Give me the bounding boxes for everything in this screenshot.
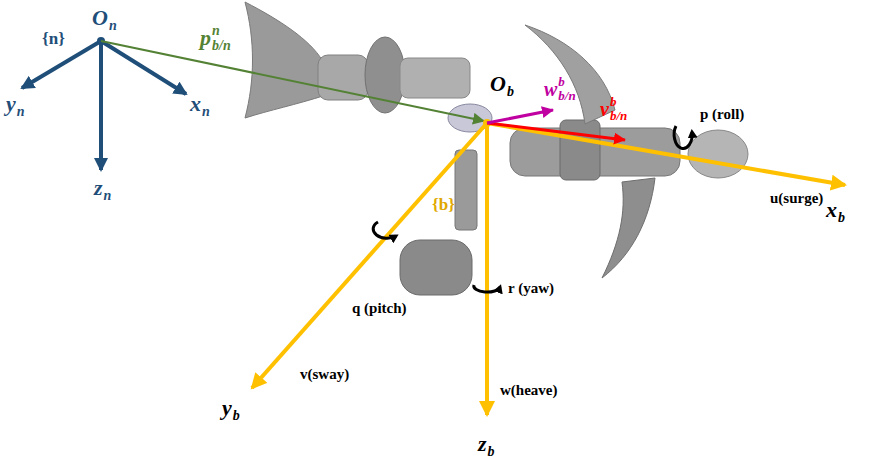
motion-label: u(surge) [770, 190, 823, 207]
axis-label: z [478, 432, 487, 456]
pitch-arrow [373, 222, 396, 238]
body-frame-axes [252, 119, 845, 415]
frame-label: {n} [42, 30, 65, 49]
origin-label: O [490, 72, 506, 96]
frame-label: {b} [432, 196, 455, 215]
robot-body [245, 2, 748, 295]
subscript-label: n [202, 104, 210, 119]
subscript-label: b/n [212, 38, 231, 53]
vector-label: w [544, 78, 557, 100]
vector-label: v [600, 98, 609, 120]
subscript-label: b [838, 210, 845, 225]
axis-label: x [190, 92, 201, 116]
motion-label: q (pitch) [352, 300, 407, 317]
axis-label: z [94, 176, 103, 200]
inertial-frame-axes [22, 37, 186, 170]
axis-label: y [222, 396, 232, 420]
subscript-label: n [17, 104, 25, 119]
motion-label: r (yaw) [508, 280, 554, 297]
superscript-label: b [558, 75, 565, 89]
motion-label: w(heave) [500, 382, 557, 399]
subscript-label: b [233, 408, 240, 423]
superscript-label: b [610, 95, 617, 109]
vector-label: p [200, 26, 211, 50]
subscript-label: b/n [610, 109, 627, 123]
motion-label: p (roll) [700, 106, 744, 123]
superscript-label: n [212, 23, 220, 38]
subscript-label: b [488, 444, 495, 459]
subscript-label: b/n [558, 89, 575, 103]
origin-label: O [92, 6, 108, 30]
angular-velocity-vector [487, 110, 553, 123]
linear-velocity-vector [487, 123, 625, 140]
subscript-label: b [507, 84, 514, 99]
subscript-label: n [109, 18, 117, 33]
subscript-label: n [104, 188, 112, 203]
motion-label: v(sway) [300, 366, 349, 383]
position-vector [101, 41, 484, 121]
axis-label: x [826, 198, 837, 222]
roll-arrow [674, 126, 692, 149]
axis-label: y [6, 92, 16, 116]
yaw-arrow [474, 285, 500, 292]
